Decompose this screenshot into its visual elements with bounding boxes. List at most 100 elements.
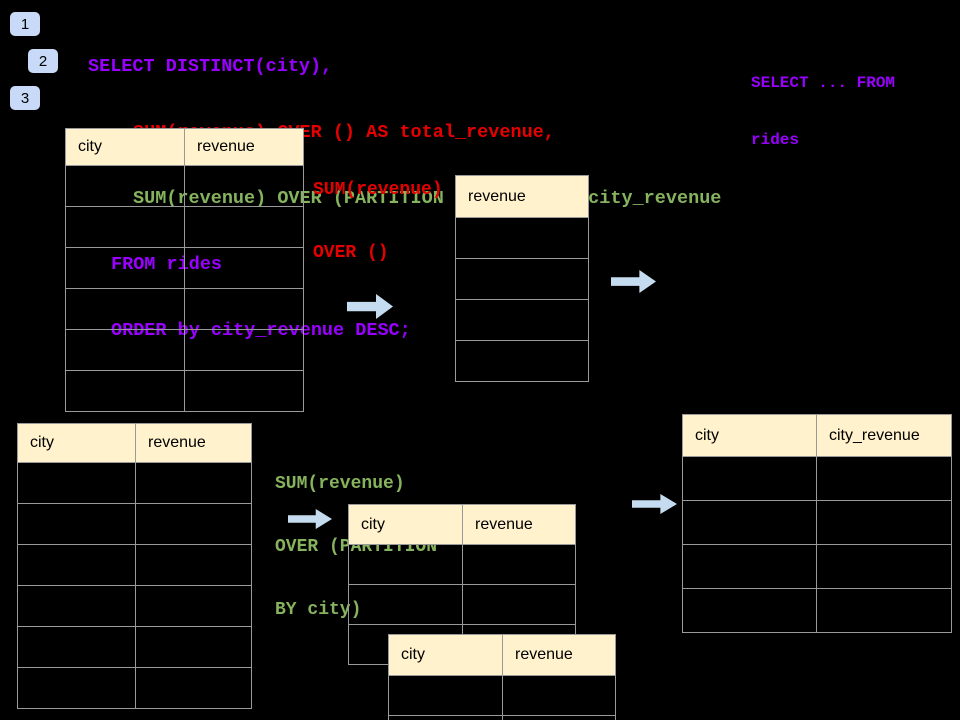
annotation-line: BY city) [275, 600, 362, 620]
table-cell [816, 456, 952, 501]
table-cell [348, 544, 463, 585]
table-row [455, 258, 589, 300]
table-cell [135, 544, 252, 586]
side-note-line: rides [751, 131, 800, 149]
table-cell [455, 258, 589, 300]
table-row [682, 544, 952, 589]
table-cell [816, 588, 952, 633]
table-row [455, 299, 589, 341]
table-row [17, 462, 252, 504]
table-cell [682, 456, 817, 501]
table-cell [65, 288, 185, 330]
table-row [65, 288, 304, 330]
table-cell [65, 247, 185, 289]
table-cell [455, 299, 589, 341]
table-cell [17, 462, 136, 504]
table-cell [65, 165, 185, 207]
table-cell [682, 544, 817, 589]
table-cell [682, 500, 817, 545]
table-row [65, 206, 304, 248]
table-cell [502, 715, 616, 720]
table-row [682, 456, 952, 501]
annotation-line: SUM(revenue) [275, 474, 405, 494]
table-cell [184, 329, 304, 371]
table-cell [502, 675, 616, 716]
table-cell [135, 626, 252, 668]
table-row [682, 500, 952, 545]
table-cell [816, 544, 952, 589]
table-row [455, 340, 589, 382]
table-cell [65, 329, 185, 371]
table-cell [462, 584, 576, 625]
side-note-select-from: SELECT ... FROM rides [751, 36, 895, 188]
table-row [17, 585, 252, 627]
column-header: city [65, 128, 185, 166]
step-badge-2: 2 [28, 49, 58, 73]
table-cell [455, 340, 589, 382]
total-revenue-table: revenue [455, 175, 589, 382]
table-cell [388, 675, 503, 716]
table-row [65, 247, 304, 289]
table-cell [135, 667, 252, 709]
header-row: revenue [455, 175, 589, 218]
column-header: revenue [135, 423, 252, 463]
column-header: city [17, 423, 136, 463]
table-cell [184, 165, 304, 207]
column-header: revenue [184, 128, 304, 166]
table-cell [184, 288, 304, 330]
table-row [388, 715, 616, 720]
table-cell [17, 544, 136, 586]
table-cell [135, 585, 252, 627]
table-row [17, 626, 252, 668]
table-cell [135, 462, 252, 504]
table-row [17, 544, 252, 586]
table-cell [455, 217, 589, 259]
annotation-line: OVER () [313, 243, 389, 263]
table-cell [388, 715, 503, 720]
table-row [455, 217, 589, 259]
column-header: city_revenue [816, 414, 952, 457]
column-header: revenue [502, 634, 616, 676]
table-row [65, 165, 304, 207]
table-cell [17, 626, 136, 668]
arrow-right-icon [632, 494, 677, 514]
annotation-over-total: SUM(revenue) OVER () [313, 138, 443, 306]
column-header: city [348, 504, 463, 545]
table-row [65, 370, 304, 412]
table-cell [17, 503, 136, 545]
table-row [348, 544, 576, 585]
table-cell [65, 370, 185, 412]
table-cell [682, 588, 817, 633]
table-row [17, 503, 252, 545]
table-cell [184, 370, 304, 412]
table-row [65, 329, 304, 371]
table-row [682, 588, 952, 633]
arrow-right-icon [611, 270, 656, 293]
side-note-line: SELECT ... FROM [751, 74, 896, 92]
column-header: city [682, 414, 817, 457]
table-cell [462, 544, 576, 585]
table-row [348, 584, 576, 625]
table-cell [184, 247, 304, 289]
table-cell [348, 584, 463, 625]
column-header: revenue [462, 504, 576, 545]
annotation-line: SUM(revenue) [313, 180, 443, 200]
table-cell [17, 667, 136, 709]
table-cell [816, 500, 952, 545]
table-row [388, 675, 616, 716]
table-cell [135, 503, 252, 545]
column-header: city [388, 634, 503, 676]
step-badge-3: 3 [10, 86, 40, 110]
table-cell [184, 206, 304, 248]
step-badge-1: 1 [10, 12, 40, 36]
arrow-right-icon [347, 294, 393, 319]
